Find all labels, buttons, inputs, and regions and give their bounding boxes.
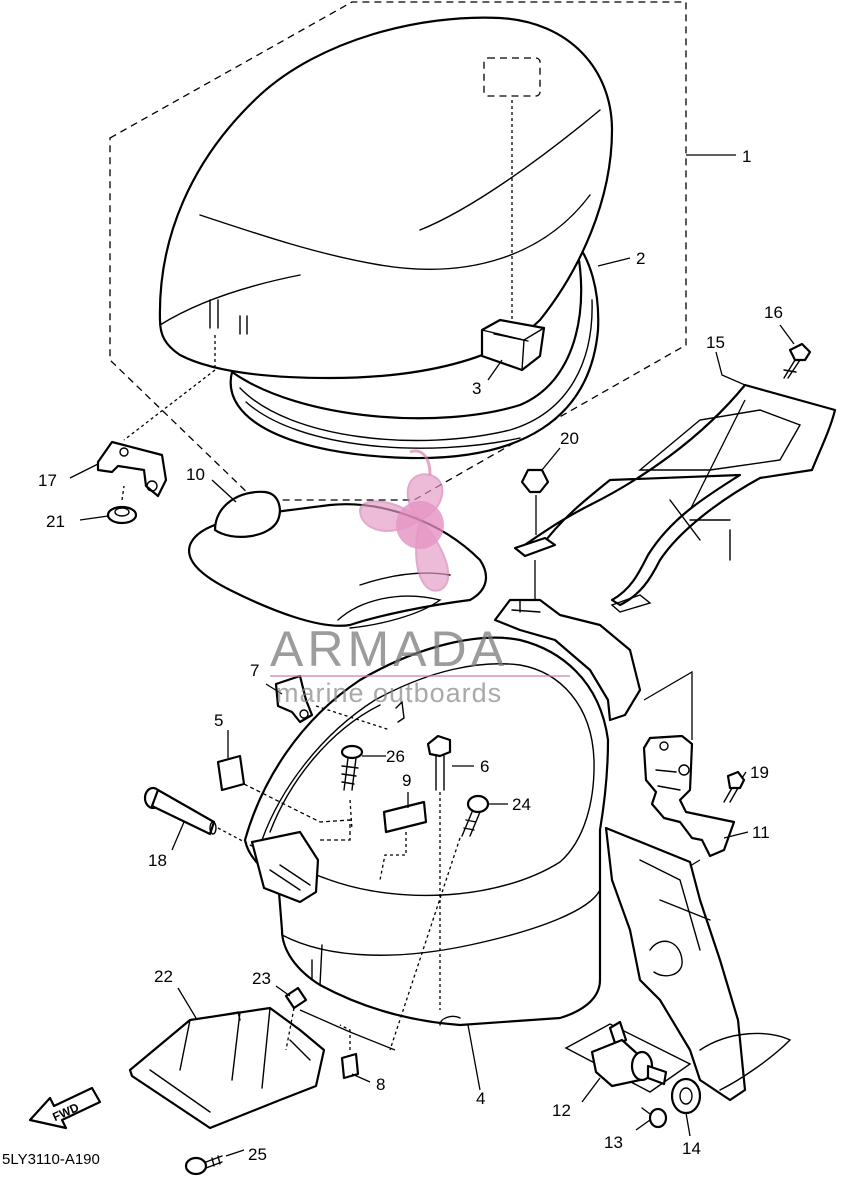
part-8-clip [339, 1024, 360, 1080]
callout-9: 9 [402, 771, 411, 790]
callout-5: 5 [214, 711, 223, 730]
callout-11: 11 [752, 823, 770, 842]
propeller-logo-icon [358, 449, 450, 592]
lower-casing [604, 826, 792, 1102]
callout-24: 24 [512, 795, 531, 814]
part-5-label-plate [216, 754, 351, 841]
part-9-decal [379, 800, 428, 881]
part-11-bracket [642, 670, 736, 858]
part-14-grommet [670, 1077, 702, 1115]
part-3-pad [480, 318, 546, 372]
watermark-brand: ARMADA [270, 621, 508, 677]
part-13-bolt [641, 1107, 668, 1129]
part-21-nut [106, 485, 138, 525]
fwd-arrow: FWD [28, 1086, 102, 1130]
callout-8: 8 [376, 1075, 385, 1094]
callout-23: 23 [252, 969, 271, 988]
part-24-screw [389, 794, 490, 1051]
callout-25: 25 [248, 1145, 267, 1164]
part-1-top-cowling [158, 16, 614, 380]
part-18-long-bolt [143, 786, 253, 847]
part-12-switch [564, 1020, 692, 1093]
callout-15: 15 [706, 333, 725, 352]
part-7-clip [274, 674, 405, 731]
cowling-latch-hidden [483, 57, 541, 97]
part-22-cover [128, 1006, 326, 1130]
part-17-bracket [96, 369, 216, 498]
part-26-screw [340, 744, 364, 831]
callout-2: 2 [636, 249, 645, 268]
callout-21: 21 [46, 512, 65, 531]
callout-6: 6 [480, 757, 489, 776]
callout-leaders [69, 154, 795, 1137]
callout-22: 22 [154, 967, 173, 986]
part-19-bolt [723, 770, 746, 803]
part-20-nut [513, 468, 557, 600]
part-25-screw [184, 1149, 245, 1176]
part-2-seal [229, 238, 600, 460]
watermark-tagline: marine outboards [276, 678, 502, 708]
callout-14: 14 [682, 1139, 701, 1158]
callout-12: 12 [552, 1101, 571, 1120]
callout-7: 7 [250, 661, 259, 680]
part-6-bolt [426, 734, 452, 868]
callout-26: 26 [386, 747, 405, 766]
part-4-bottom-cowling [243, 598, 642, 1027]
callout-labels: 1 2 3 4 5 6 7 8 9 10 11 12 13 14 15 16 1… [38, 147, 783, 1164]
part-16-bolt [783, 342, 812, 379]
callout-20: 20 [560, 429, 579, 448]
callout-10: 10 [186, 465, 205, 484]
part-15-rail [518, 383, 837, 613]
callout-18: 18 [148, 851, 167, 870]
callout-1: 1 [742, 147, 751, 166]
watermark: ARMADA marine outboards [270, 449, 570, 708]
diagram-code: 5LY3110-A190 [2, 1151, 100, 1168]
part-23-clip [284, 986, 396, 1051]
fwd-label: FWD [50, 1100, 81, 1124]
callout-16: 16 [764, 303, 783, 322]
callout-4: 4 [476, 1089, 485, 1108]
callout-19: 19 [750, 763, 769, 782]
callout-17: 17 [38, 471, 57, 490]
callout-13: 13 [604, 1133, 623, 1152]
callout-3: 3 [472, 379, 481, 398]
